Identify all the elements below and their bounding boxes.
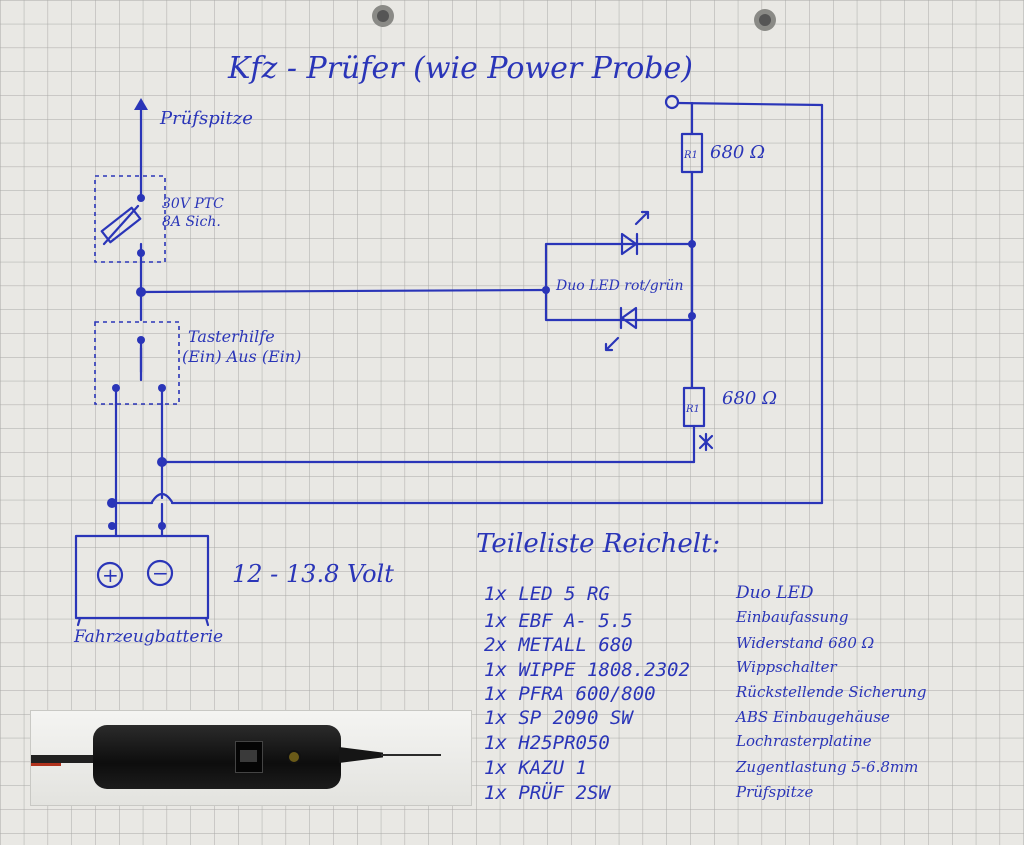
part-item: 1x H25PR050 <box>484 732 610 754</box>
led-upper-emission <box>634 210 650 226</box>
fuse-label-1: 30V PTC <box>162 196 224 212</box>
part-desc: Rückstellende Sicherung <box>735 683 927 701</box>
photo-cable-red <box>31 763 61 766</box>
ptc-fuse-symbol <box>100 206 142 244</box>
battery-plus-terminal <box>96 561 124 589</box>
part-desc: Einbaufassung <box>735 608 848 626</box>
part-desc: Widerstand 680 Ω <box>736 634 874 652</box>
part-item: 1x LED 5 RG <box>484 583 610 605</box>
probe-tip-arrow <box>134 98 148 110</box>
part-item: 1x WIPPE 1808.2302 <box>484 659 690 681</box>
photo-needle <box>381 754 441 756</box>
ground-star-icon <box>698 432 714 452</box>
battery-plus-sign: + <box>102 563 119 587</box>
part-desc: Zugentlastung 5-6.8mm <box>735 758 918 776</box>
probe-tip-label: Prüfspitze <box>159 108 253 129</box>
part-desc: Wippschalter <box>736 658 838 676</box>
parts-list-title: Teileliste Reichelt: <box>476 529 720 559</box>
fuse-box <box>94 175 166 263</box>
voltage-label: 12 - 13.8 Volt <box>232 560 394 588</box>
part-item: 1x EBF A- 5.5 <box>484 610 633 632</box>
switch-label-2: (Ein) Aus (Ein) <box>182 347 301 366</box>
photo-cable <box>31 755 97 763</box>
part-item: 1x PFRA 600/800 <box>484 683 656 705</box>
fuse-label-2: 8A Sich. <box>162 214 221 230</box>
part-item: 1x SP 2090 SW <box>484 707 634 729</box>
device-photo <box>30 710 472 806</box>
binder-holes <box>372 5 776 31</box>
part-item: 1x PRÜF 2SW <box>484 781 611 804</box>
parts-list: 1x LED 5 RG 1x EBF A- 5.5 2x METALL 680 … <box>484 583 927 804</box>
part-item: 2x METALL 680 <box>484 634 633 656</box>
duo-led-label: Duo LED rot/grün <box>555 278 683 294</box>
photo-led <box>287 750 301 764</box>
photo-probe-tip <box>339 747 383 763</box>
part-item: 1x KAZU 1 <box>484 757 587 779</box>
battery-minus-terminal <box>146 559 174 587</box>
part-desc: Duo LED <box>735 583 814 603</box>
resistor-top-value: 680 Ω <box>710 142 765 163</box>
photo-housing <box>93 725 341 789</box>
duo-led-box <box>544 242 694 322</box>
part-desc: ABS Einbaugehäuse <box>734 708 890 726</box>
resistor-bottom-label: R1 <box>685 404 700 415</box>
switch-label-1: Tasterhilfe <box>188 327 275 346</box>
resistor-bottom-value: 680 Ω <box>722 388 777 409</box>
diagram-title: Kfz - Prüfer (wie Power Probe) <box>227 51 693 86</box>
resistor-top-label: R1 <box>683 150 698 161</box>
battery-minus-sign: − <box>152 561 169 585</box>
part-desc: Prüfspitze <box>735 783 814 801</box>
led-lower-emission <box>604 336 620 352</box>
battery-box <box>74 534 210 620</box>
part-desc: Lochrasterplatine <box>735 732 872 750</box>
led-lower-diode <box>619 306 638 330</box>
battery-label: Fahrzeugbatterie <box>73 627 223 647</box>
switch-box <box>94 321 180 405</box>
led-upper-diode <box>620 232 639 256</box>
photo-rocker-switch <box>235 741 263 773</box>
